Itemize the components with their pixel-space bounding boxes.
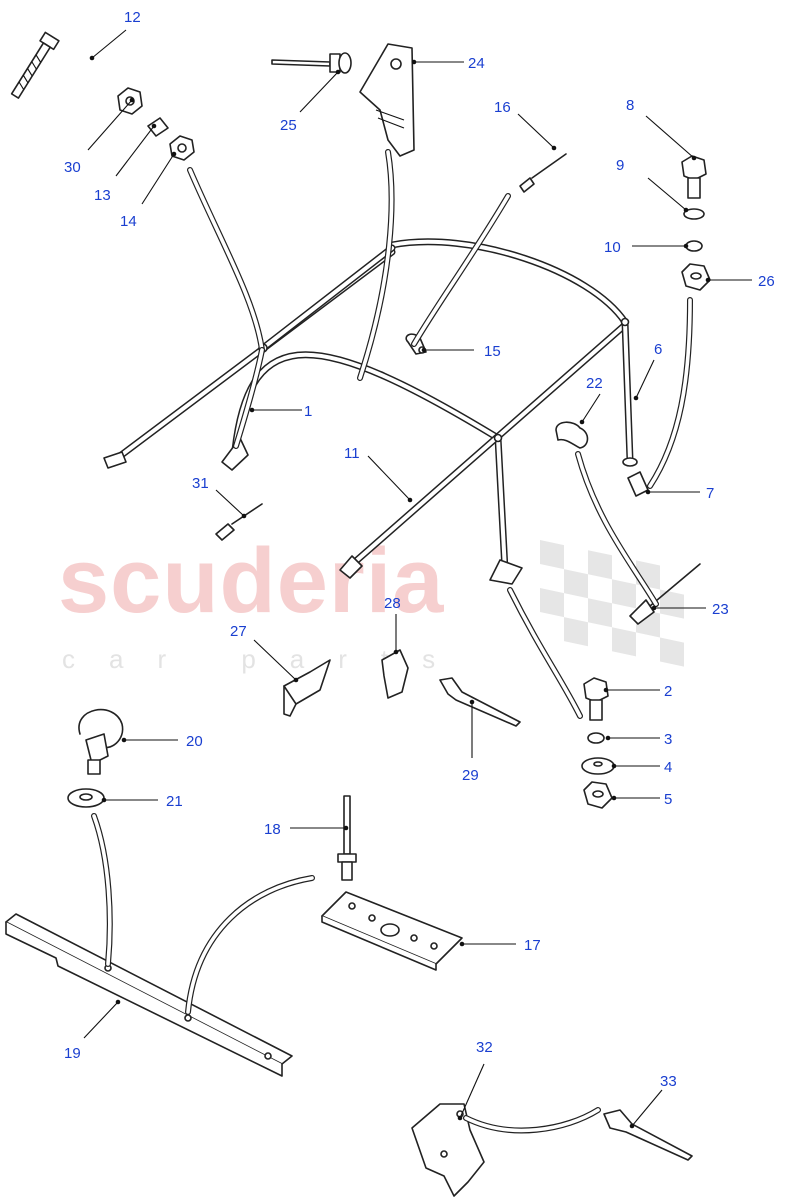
callout-31: 31 (192, 475, 209, 492)
rivet-18 (337, 795, 357, 881)
callout-23: 23 (712, 601, 729, 618)
foot-plate-front-left (339, 555, 363, 579)
bolt-12 (10, 31, 60, 99)
callout-19: 19 (64, 1045, 81, 1062)
mounting-plate-24 (359, 43, 415, 157)
roll-cage-frame (103, 238, 649, 585)
callout-15: 15 (484, 343, 501, 360)
spring-washer-3 (587, 732, 605, 744)
mounting-plate-17 (321, 891, 463, 971)
leader-lines (83, 29, 752, 1129)
checkered-flag-graphic (540, 540, 684, 667)
callout-27: 27 (230, 623, 247, 640)
washer-21 (67, 788, 105, 808)
rail-19 (5, 913, 293, 1077)
callout-20: 20 (186, 733, 203, 750)
stay-end-fitting (103, 451, 127, 469)
callout-11: 11 (344, 445, 360, 462)
rivet-31 (215, 503, 263, 541)
rivet-16 (519, 153, 567, 193)
d-ring-20 (78, 708, 124, 775)
callout-30: 30 (64, 159, 81, 176)
nut-14 (169, 135, 195, 161)
callout-21: 21 (166, 793, 183, 810)
callout-32: 32 (476, 1039, 493, 1056)
callout-1: 1 (304, 403, 312, 420)
bolt-2 (583, 677, 609, 721)
rivet-29 (439, 677, 521, 727)
callout-22: 22 (586, 375, 603, 392)
callout-16: 16 (494, 99, 511, 116)
callout-2: 2 (664, 683, 672, 700)
callout-13: 13 (94, 187, 111, 204)
callout-4: 4 (664, 759, 672, 776)
callout-17: 17 (524, 937, 541, 954)
spring-washer-10 (685, 240, 703, 252)
watermark: scuderia car parts (58, 530, 684, 674)
callout-5: 5 (664, 791, 672, 808)
nut-26 (681, 263, 711, 291)
washer-4 (581, 757, 615, 775)
callout-24: 24 (468, 55, 485, 72)
callout-33: 33 (660, 1073, 677, 1090)
callout-3: 3 (664, 731, 672, 748)
watermark-tagline: car parts (62, 644, 469, 674)
nut-5 (583, 781, 613, 809)
rivet-25 (271, 52, 352, 74)
foot-plate-front-right (489, 559, 523, 585)
callout-8: 8 (626, 97, 634, 114)
rivet-33 (603, 1109, 693, 1161)
callout-18: 18 (264, 821, 281, 838)
callout-6: 6 (654, 341, 662, 358)
callout-9: 9 (616, 157, 624, 174)
callout-14: 14 (120, 213, 137, 230)
clip-nut-13 (147, 117, 169, 137)
callout-12: 12 (124, 9, 141, 26)
callout-10: 10 (604, 239, 621, 256)
bracket-27 (283, 659, 331, 717)
leg-bracket (627, 471, 649, 497)
callout-7: 7 (706, 485, 714, 502)
clip-28 (381, 649, 409, 699)
straps (91, 149, 693, 1134)
bolt-8 (681, 155, 707, 199)
watermark-brand: scuderia (58, 530, 444, 632)
callout-28: 28 (384, 595, 401, 612)
bracket-32 (411, 1103, 485, 1197)
clamp-22 (555, 421, 589, 449)
callout-26: 26 (758, 273, 775, 290)
rivet-23 (629, 563, 701, 625)
washer-9 (683, 208, 705, 220)
callout-29: 29 (462, 767, 479, 784)
callout-labels: 1 2 3 4 5 6 7 8 9 10 11 12 13 14 15 16 1… (64, 9, 775, 1090)
callout-25: 25 (280, 117, 297, 134)
